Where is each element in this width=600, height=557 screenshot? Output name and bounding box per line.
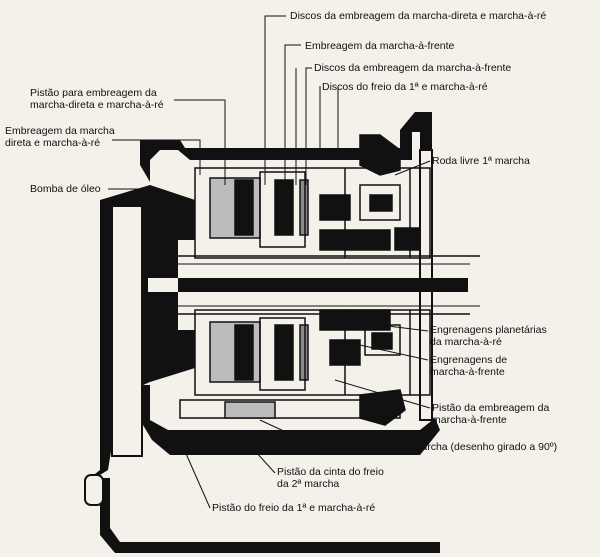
label-planetarias-l2: da marcha-à-ré: [430, 336, 502, 348]
label-pistao-cinta-l1: Pistão da cinta do freio: [277, 466, 384, 478]
label-pistao-embreagem-direta-l2: marcha-direta e marcha-à-ré: [30, 99, 164, 111]
label-pistao-cinta-l2: da 2ª marcha: [277, 478, 340, 490]
upper-clutch-assembly: [194, 134, 431, 259]
lower-clutch-assembly: [179, 309, 431, 426]
housing-lower-shell: [140, 385, 440, 455]
label-discos-freio-1: Discos do freio da 1ª e marcha-à-ré: [322, 81, 488, 93]
label-pistao-embreagem-direta-l1: Pistão para embreagem da: [30, 87, 157, 99]
label-cinta-freio-2: Cinta do freio da 2ª marcha (desenho gir…: [320, 441, 558, 453]
label-pistao-embreagem-frente-l1: Pistão da embreagem da: [432, 402, 550, 414]
label-engrenagens-frente-l2: marcha-à-frente: [430, 366, 505, 378]
main-shaft: [178, 278, 468, 292]
leader-lines: [108, 15, 431, 509]
label-bomba-oleo: Bomba de óleo: [30, 183, 101, 195]
label-embreagem-frente: Embreagem da marcha-à-frente: [305, 40, 455, 52]
label-pistao-embreagem-frente-l2: marcha-à-frente: [432, 414, 507, 426]
label-pistao-freio-1: Pistão do freio da 1ª e marcha-à-ré: [212, 502, 376, 514]
label-embreagem-direta-l2: direta e marcha-à-ré: [5, 137, 101, 149]
label-planetarias-l1: Engrenagens planetárias: [430, 324, 547, 336]
label-embreagem-direta-l1: Embreagem da marcha: [5, 125, 115, 137]
label-discos-direta-re: Discos da embreagem da marcha-direta e m…: [290, 10, 547, 22]
label-roda-livre: Roda livre 1ª marcha: [432, 155, 530, 167]
label-discos-embreagem-frente: Discos da embreagem da marcha-à-frente: [314, 62, 512, 74]
label-engrenagens-frente-l1: Engrenagens de: [430, 354, 508, 366]
